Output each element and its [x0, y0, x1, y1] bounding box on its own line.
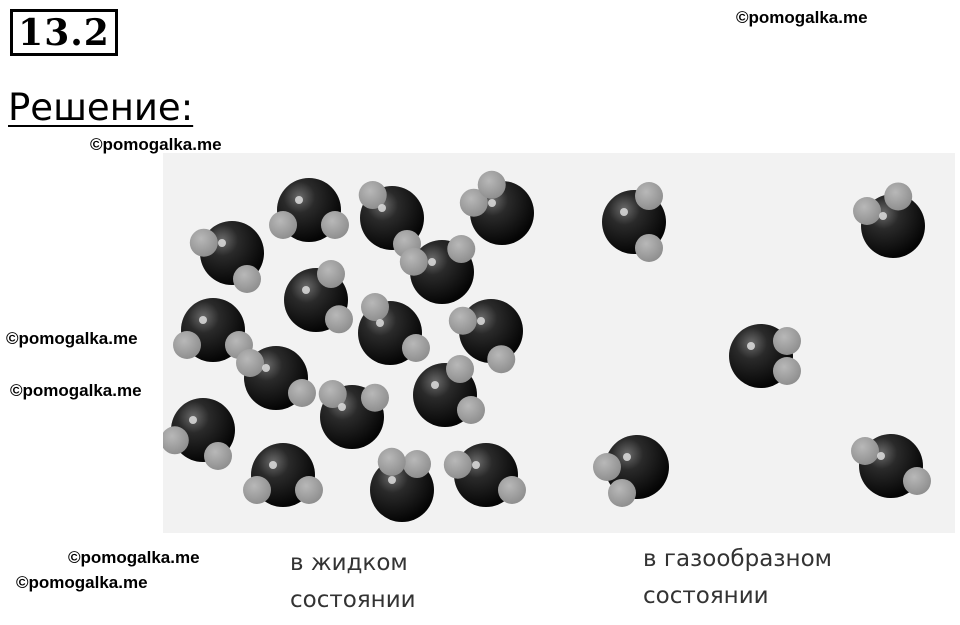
highlight	[477, 317, 485, 325]
watermark: ©pomogalka.me	[736, 8, 868, 27]
hydrogen-atom	[360, 383, 389, 412]
hydrogen-atom	[497, 476, 526, 504]
water-molecule	[243, 443, 323, 507]
highlight	[623, 453, 631, 461]
hydrogen-atom	[608, 478, 636, 507]
highlight	[620, 208, 628, 216]
hydrogen-atom	[287, 379, 316, 407]
water-molecule	[358, 181, 424, 258]
hydrogen-atom	[236, 349, 265, 377]
highlight	[199, 316, 207, 324]
watermark: ©pomogalka.me	[68, 548, 200, 567]
water-molecule	[413, 355, 485, 427]
caption-gas: в газообразном состоянии	[643, 541, 832, 615]
hydrogen-atom	[853, 197, 882, 225]
hydrogen-atom	[320, 211, 349, 239]
hydrogen-atom	[163, 426, 189, 455]
hydrogen-atom	[318, 380, 347, 409]
water-molecule	[358, 293, 430, 365]
hydrogen-atom	[459, 188, 488, 217]
water-molecule	[853, 182, 925, 258]
highlight	[302, 286, 310, 294]
highlight	[877, 452, 885, 460]
water-molecule	[602, 182, 666, 262]
hydrogen-atom	[399, 247, 428, 276]
water-molecule	[236, 346, 316, 410]
watermark: ©pomogalka.me	[16, 573, 148, 592]
water-molecule	[851, 434, 931, 498]
water-molecule	[284, 260, 353, 334]
highlight	[269, 461, 277, 469]
water-molecule	[318, 380, 389, 449]
hydrogen-atom	[243, 476, 272, 504]
water-molecule	[593, 435, 669, 507]
solution-heading: Решение:	[8, 86, 194, 129]
hydrogen-atom	[487, 345, 516, 374]
highlight	[218, 239, 226, 247]
hydrogen-atom	[851, 437, 880, 465]
water-molecule	[729, 324, 801, 388]
caption-gas-line1: в газообразном	[643, 546, 832, 572]
watermark: ©pomogalka.me	[90, 135, 222, 154]
hydrogen-atom	[772, 327, 801, 355]
caption-liquid-line1: в жидком	[290, 550, 408, 576]
hydrogen-atom	[448, 306, 477, 335]
water-molecule	[459, 170, 534, 245]
hydrogen-atom	[884, 182, 913, 211]
hydrogen-atom	[477, 170, 506, 199]
hydrogen-atom	[446, 355, 474, 384]
watermark: ©pomogalka.me	[6, 329, 138, 348]
hydrogen-atom	[593, 453, 621, 481]
highlight	[378, 204, 386, 212]
hydrogen-atom	[443, 450, 472, 479]
caption-gas-line2: состоянии	[643, 582, 769, 609]
water-molecule	[370, 447, 434, 522]
hydrogen-atom	[294, 476, 323, 504]
hydrogen-atom	[902, 467, 931, 495]
hydrogen-atom	[269, 211, 298, 239]
hydrogen-atom	[189, 228, 218, 257]
highlight	[472, 461, 480, 469]
hydrogen-atom	[317, 260, 345, 289]
water-molecule	[399, 235, 476, 304]
highlight	[747, 342, 755, 350]
water-molecule	[189, 221, 264, 293]
highlight	[879, 212, 887, 220]
hydrogen-atom	[447, 235, 476, 264]
highlight	[431, 381, 439, 389]
highlight	[189, 416, 197, 424]
hydrogen-atom	[772, 357, 801, 385]
hydrogen-atom	[456, 396, 485, 424]
highlight	[488, 199, 496, 207]
highlight	[262, 364, 270, 372]
molecules-diagram	[163, 170, 931, 522]
watermark: ©pomogalka.me	[10, 381, 142, 400]
caption-liquid-line2: состоянии	[290, 586, 416, 613]
problem-number: 13.2	[10, 9, 118, 56]
highlight	[428, 258, 436, 266]
highlight	[338, 403, 346, 411]
water-molecule	[163, 398, 235, 470]
hydrogen-atom	[403, 450, 431, 479]
hydrogen-atom	[401, 334, 430, 362]
water-molecule	[443, 443, 526, 507]
hydrogen-atom	[358, 181, 387, 210]
highlight	[295, 196, 303, 204]
hydrogen-atom	[204, 441, 232, 470]
hydrogen-atom	[324, 305, 353, 334]
hydrogen-atom	[173, 331, 202, 359]
molecule-illustration	[163, 153, 955, 533]
hydrogen-atom	[361, 293, 389, 322]
hydrogen-atom	[377, 447, 406, 476]
caption-liquid: в жидком состоянии	[290, 545, 416, 619]
highlight	[376, 319, 384, 327]
highlight	[388, 476, 396, 484]
water-molecule	[448, 299, 523, 374]
water-molecule	[269, 178, 349, 242]
hydrogen-atom	[233, 264, 261, 293]
hydrogen-atom	[635, 233, 663, 262]
hydrogen-atom	[635, 182, 663, 211]
